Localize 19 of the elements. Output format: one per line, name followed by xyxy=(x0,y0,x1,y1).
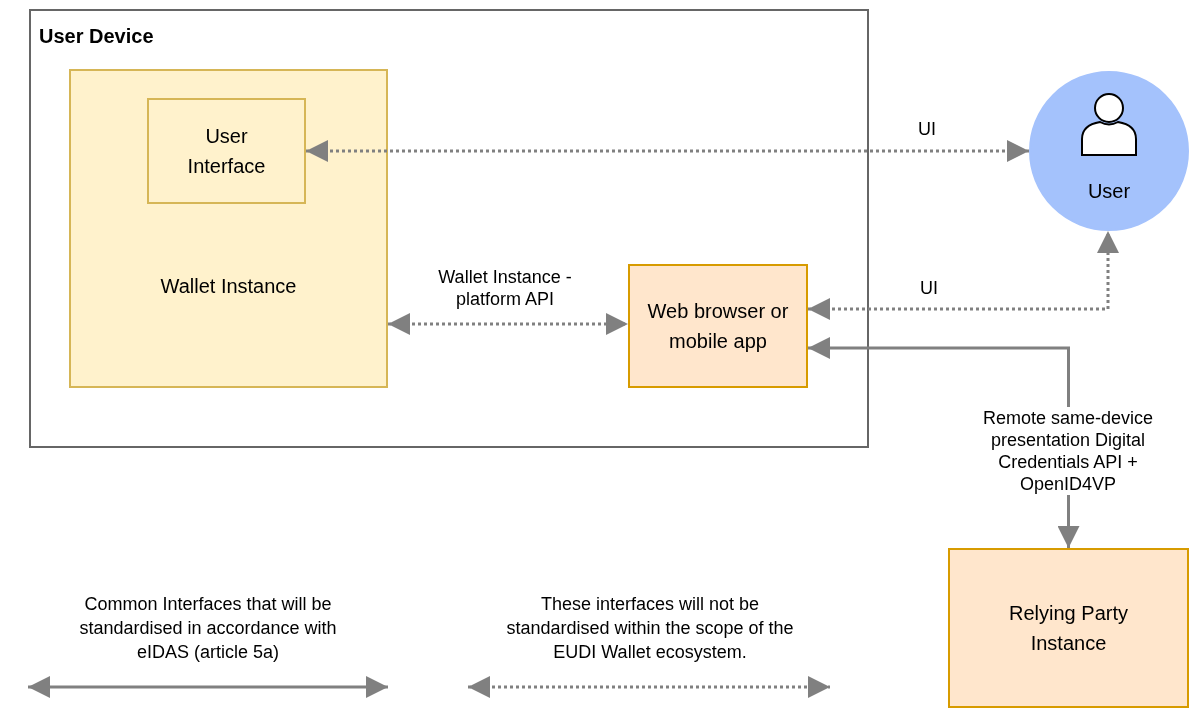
device-boundary xyxy=(29,9,869,448)
legend-text: Common Interfaces that will be standardised in accordance with eIDAS (article 5a) xyxy=(78,593,338,664)
edge-label: Wallet Instance - platform API xyxy=(437,266,573,310)
node-label: Web browser or mobile app xyxy=(646,299,790,354)
group-title: User Device xyxy=(39,24,155,49)
connector-arrow xyxy=(808,231,1119,320)
node-label: User Interface xyxy=(186,124,267,179)
connector-arrow xyxy=(388,313,628,335)
node-label: Relying Party Instance xyxy=(1008,601,1129,656)
edge-label: UI xyxy=(917,118,937,140)
connector-arrow xyxy=(306,140,1029,162)
node-label: Wallet Instance xyxy=(159,274,298,299)
node-label: User xyxy=(1086,179,1132,204)
relying-party-box xyxy=(948,548,1189,708)
browser-app-box xyxy=(628,264,808,388)
wallet-instance-box xyxy=(69,69,388,388)
interface-box xyxy=(147,98,306,204)
legend-text: These interfaces will not be standardised within the scope of the EUDI Wallet ecosystem. xyxy=(505,593,795,664)
edge-label: UI xyxy=(919,277,939,299)
